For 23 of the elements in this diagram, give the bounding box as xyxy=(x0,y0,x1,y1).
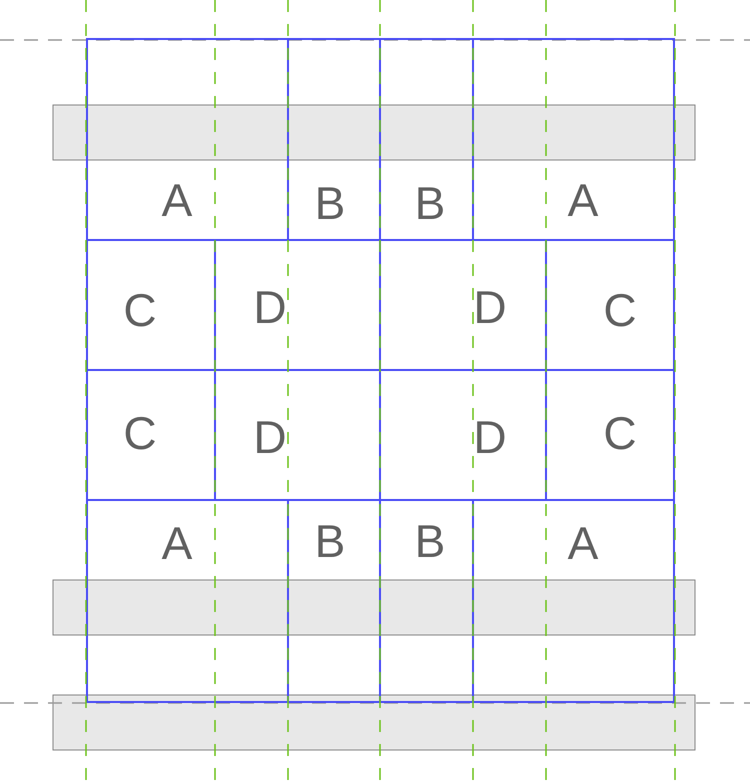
region-letter: B xyxy=(314,518,346,564)
region-letter: D xyxy=(473,284,507,330)
shaded-band xyxy=(52,694,696,750)
region-letter: A xyxy=(162,177,192,223)
region-letter: A xyxy=(162,520,192,566)
region-letter: C xyxy=(123,410,157,456)
region-letter: D xyxy=(253,414,287,460)
region-letter: A xyxy=(568,520,598,566)
outlined-region xyxy=(86,499,289,703)
region-letter: D xyxy=(253,284,287,330)
region-letter: C xyxy=(123,287,157,333)
region-letter: D xyxy=(473,414,507,460)
outlined-region xyxy=(472,38,675,241)
region-letter: B xyxy=(414,518,446,564)
region-letter: C xyxy=(603,410,637,456)
shaded-band xyxy=(52,104,696,160)
outlined-region xyxy=(86,38,289,241)
outlined-region xyxy=(472,499,675,703)
region-letter: B xyxy=(314,180,346,226)
region-letter: B xyxy=(414,180,446,226)
region-letter: C xyxy=(603,287,637,333)
region-letter: A xyxy=(568,177,598,223)
shaded-band xyxy=(52,580,696,636)
